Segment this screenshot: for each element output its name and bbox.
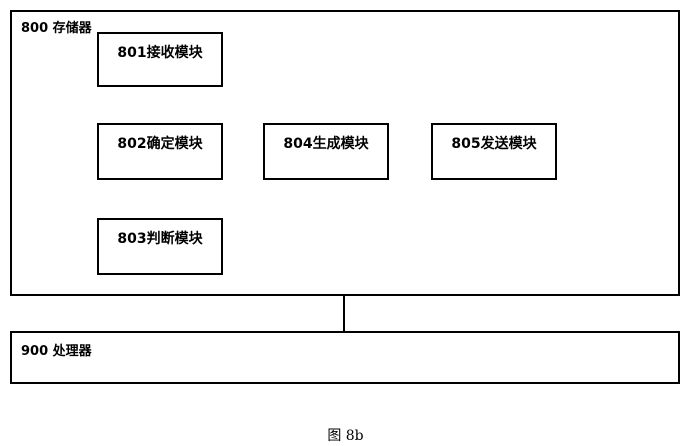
generate-module-label: 804生成模块 — [283, 136, 369, 152]
determine-module-label: 802确定模块 — [117, 136, 203, 152]
judge-module-box: 803判断模块 — [97, 218, 223, 275]
send-module-box: 805发送模块 — [431, 123, 557, 180]
receive-module-box: 801接收模块 — [97, 32, 223, 87]
generate-module-box: 804生成模块 — [263, 123, 389, 180]
determine-module-box: 802确定模块 — [97, 123, 223, 180]
processor-label: 900 处理器 — [21, 344, 92, 359]
memory-label: 800 存储器 — [21, 21, 92, 36]
receive-module-label: 801接收模块 — [117, 45, 203, 61]
send-module-label: 805发送模块 — [451, 136, 537, 152]
figure-caption: 图 8b — [327, 428, 364, 444]
processor-box — [10, 331, 680, 384]
judge-module-label: 803判断模块 — [117, 231, 203, 247]
